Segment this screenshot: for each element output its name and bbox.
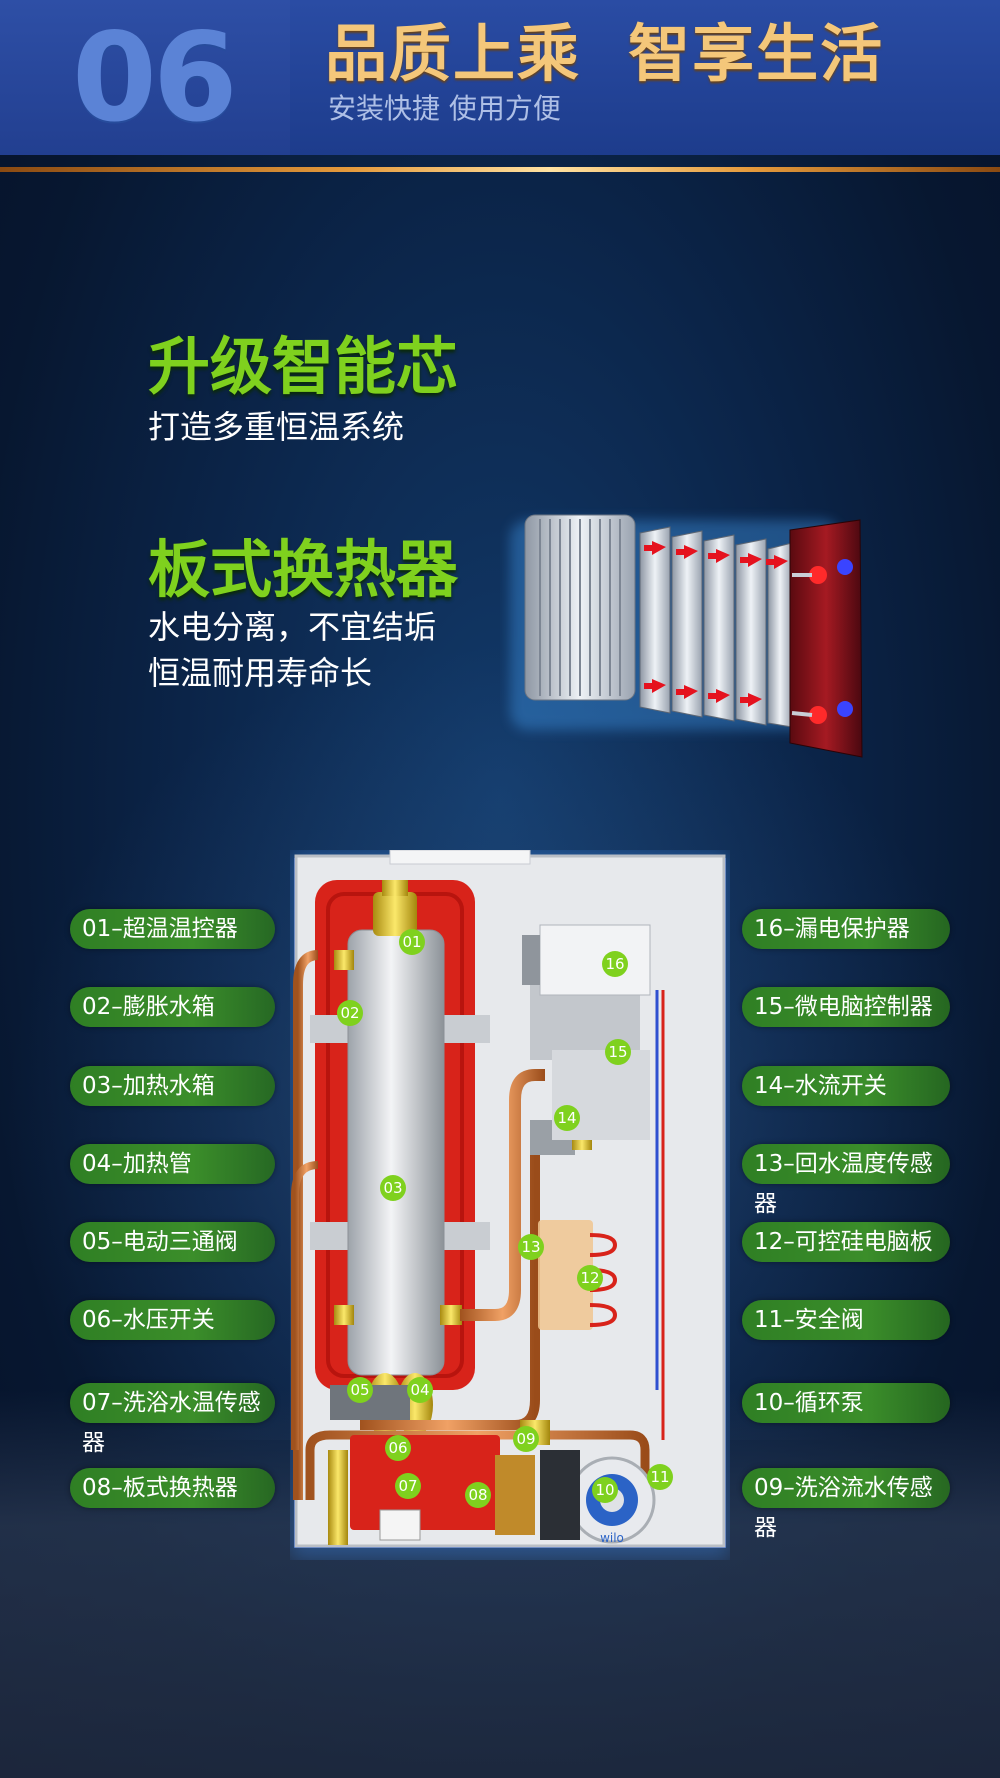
page-title: 品质上乘 智享生活 [325, 17, 885, 90]
marker-14: 14 [554, 1105, 580, 1131]
feature-smart-core-desc: 打造多重恒温系统 [148, 408, 405, 446]
label-05-three-way-valve: 05–电动三通阀 [70, 1222, 275, 1262]
label-13-return-temp-sensor: 13–回水温度传感器 [742, 1144, 950, 1217]
svg-text:03: 03 [383, 1179, 402, 1197]
svg-text:14: 14 [557, 1109, 576, 1127]
label-11-safety-valve: 11–安全阀 [742, 1300, 950, 1340]
marker-08: 08 [465, 1482, 491, 1508]
label-15-microcomputer-controller: 15–微电脑控制器 [742, 987, 950, 1027]
marker-12: 12 [577, 1265, 603, 1291]
svg-text:05: 05 [350, 1381, 369, 1399]
label-10-circulation-pump: 10–循环泵 [742, 1383, 950, 1423]
marker-04: 04 [407, 1377, 433, 1403]
label-09-bath-flow-sensor: 09–洗浴流水传感器 [742, 1468, 950, 1541]
feature-smart-core-title: 升级智能芯 [148, 330, 459, 403]
header-title-panel [290, 0, 1000, 155]
marker-16: 16 [602, 951, 628, 977]
svg-text:01: 01 [402, 933, 421, 951]
marker-10: 10 [592, 1477, 618, 1503]
header-number-panel [0, 0, 290, 155]
marker-11: 11 [647, 1464, 673, 1490]
pump-brand-logo: wilo [600, 1531, 624, 1545]
svg-text:15: 15 [608, 1043, 627, 1061]
svg-text:10: 10 [595, 1481, 614, 1499]
label-03-heating-tank: 03–加热水箱 [70, 1066, 275, 1106]
feature-plate-exchanger-title: 板式换热器 [148, 533, 459, 606]
label-01-overheat-thermostat: 01–超温温控器 [70, 909, 275, 949]
marker-02: 02 [337, 1000, 363, 1026]
svg-text:04: 04 [410, 1381, 429, 1399]
marker-06: 06 [385, 1435, 411, 1461]
label-06-pressure-switch: 06–水压开关 [70, 1300, 275, 1340]
svg-text:16: 16 [605, 955, 624, 973]
header-divider [0, 167, 1000, 172]
svg-text:02: 02 [340, 1004, 359, 1022]
marker-05: 05 [347, 1377, 373, 1403]
marker-07: 07 [395, 1473, 421, 1499]
plate-heat-exchanger-image [510, 514, 863, 758]
feature-plate-exchanger-desc-1: 水电分离，不宜结垢 [148, 608, 437, 646]
label-08-plate-exchanger: 08–板式换热器 [70, 1468, 275, 1508]
marker-03: 03 [380, 1175, 406, 1201]
svg-text:09: 09 [516, 1430, 535, 1448]
label-02-expansion-tank: 02–膨胀水箱 [70, 987, 275, 1027]
marker-13: 13 [518, 1234, 544, 1260]
svg-text:06: 06 [388, 1439, 407, 1457]
label-07-bath-temp-sensor: 07–洗浴水温传感器 [70, 1383, 275, 1456]
svg-text:12: 12 [580, 1269, 599, 1287]
label-04-heating-tube: 04–加热管 [70, 1144, 275, 1184]
marker-15: 15 [605, 1039, 631, 1065]
page-subtitle: 安装快捷 使用方便 [328, 92, 561, 125]
label-12-scr-board: 12–可控硅电脑板 [742, 1222, 950, 1262]
feature-plate-exchanger-desc-2: 恒温耐用寿命长 [148, 654, 373, 692]
marker-01: 01 [399, 929, 425, 955]
label-16-leakage-protector: 16–漏电保护器 [742, 909, 950, 949]
water-heater-cutaway-image: wilo 01 02 03 04 05 06 07 08 09 10 11 12… [290, 850, 730, 1560]
svg-text:13: 13 [521, 1238, 540, 1256]
label-14-flow-switch: 14–水流开关 [742, 1066, 950, 1106]
svg-text:08: 08 [468, 1486, 487, 1504]
marker-09: 09 [513, 1426, 539, 1452]
svg-text:11: 11 [650, 1468, 669, 1486]
section-number: 06 [72, 7, 238, 149]
svg-text:07: 07 [398, 1477, 417, 1495]
